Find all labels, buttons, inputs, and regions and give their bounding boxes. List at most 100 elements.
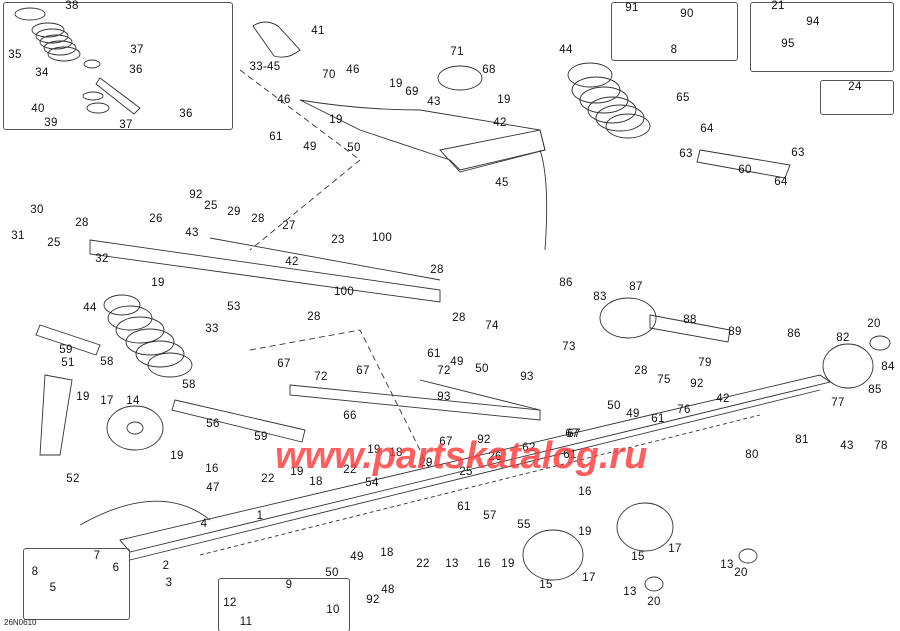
part-callout[interactable]: 70 bbox=[322, 69, 336, 81]
part-callout[interactable]: 85 bbox=[868, 384, 882, 396]
part-callout[interactable]: 6 bbox=[112, 562, 120, 574]
part-callout[interactable]: 13 bbox=[445, 558, 459, 570]
part-callout[interactable]: 92 bbox=[690, 378, 704, 390]
part-callout[interactable]: 51 bbox=[61, 357, 75, 369]
part-callout[interactable]: 12 bbox=[223, 597, 237, 609]
part-callout[interactable]: 69 bbox=[405, 86, 419, 98]
part-callout[interactable]: 44 bbox=[559, 44, 573, 56]
part-callout[interactable]: 79 bbox=[698, 357, 712, 369]
part-callout[interactable]: 67 bbox=[567, 428, 581, 440]
part-callout[interactable]: 16 bbox=[205, 463, 219, 475]
part-callout[interactable]: 49 bbox=[626, 408, 640, 420]
part-callout[interactable]: 19 bbox=[367, 444, 381, 456]
part-callout[interactable]: 50 bbox=[347, 142, 361, 154]
part-callout[interactable]: 17 bbox=[100, 395, 114, 407]
part-callout[interactable]: 41 bbox=[311, 25, 325, 37]
part-callout[interactable]: 14 bbox=[126, 395, 140, 407]
part-callout[interactable]: 19 bbox=[389, 78, 403, 90]
part-callout[interactable]: 29 bbox=[227, 206, 241, 218]
part-callout[interactable]: 93 bbox=[437, 391, 451, 403]
part-callout[interactable]: 11 bbox=[239, 616, 253, 628]
part-callout[interactable]: 80 bbox=[745, 449, 759, 461]
part-callout[interactable]: 28 bbox=[251, 213, 265, 225]
part-callout[interactable]: 78 bbox=[874, 440, 888, 452]
part-callout[interactable]: 37 bbox=[119, 119, 133, 131]
part-callout[interactable]: 42 bbox=[716, 393, 730, 405]
part-callout[interactable]: 50 bbox=[607, 400, 621, 412]
part-callout[interactable]: 22 bbox=[343, 464, 357, 476]
part-callout[interactable]: 54 bbox=[365, 477, 379, 489]
part-callout[interactable]: 71 bbox=[450, 46, 464, 58]
part-callout[interactable]: 15 bbox=[539, 579, 553, 591]
part-callout[interactable]: 2 bbox=[162, 560, 170, 572]
part-callout[interactable]: 22 bbox=[416, 558, 430, 570]
part-callout[interactable]: 67 bbox=[439, 436, 453, 448]
part-callout[interactable]: 61 bbox=[457, 501, 471, 513]
part-callout[interactable]: 7 bbox=[93, 550, 101, 562]
part-callout[interactable]: 1 bbox=[256, 510, 264, 522]
part-callout[interactable]: 87 bbox=[629, 281, 643, 293]
part-callout[interactable]: 59 bbox=[59, 344, 73, 356]
part-callout[interactable]: 36 bbox=[179, 108, 193, 120]
part-callout[interactable]: 68 bbox=[482, 64, 496, 76]
part-callout[interactable]: 92 bbox=[366, 594, 380, 606]
part-callout[interactable]: 25 bbox=[204, 200, 218, 212]
part-callout[interactable]: 13 bbox=[623, 586, 637, 598]
part-callout[interactable]: 49 bbox=[450, 356, 464, 368]
part-callout[interactable]: 23 bbox=[331, 234, 345, 246]
part-callout[interactable]: 29 bbox=[419, 457, 433, 469]
part-callout[interactable]: 19 bbox=[76, 391, 90, 403]
part-callout[interactable]: 28 bbox=[452, 312, 466, 324]
part-callout[interactable]: 61 bbox=[427, 348, 441, 360]
part-callout[interactable]: 43 bbox=[185, 227, 199, 239]
part-callout[interactable]: 16 bbox=[578, 486, 592, 498]
part-callout[interactable]: 33 bbox=[205, 323, 219, 335]
part-callout[interactable]: 44 bbox=[83, 302, 97, 314]
part-callout[interactable]: 94 bbox=[806, 16, 820, 28]
part-callout[interactable]: 38 bbox=[65, 0, 79, 12]
part-callout[interactable]: 53 bbox=[227, 301, 241, 313]
part-callout[interactable]: 82 bbox=[836, 332, 850, 344]
part-callout[interactable]: 28 bbox=[430, 264, 444, 276]
part-callout[interactable]: 81 bbox=[795, 434, 809, 446]
part-callout[interactable]: 19 bbox=[290, 466, 304, 478]
part-callout[interactable]: 67 bbox=[277, 358, 291, 370]
part-callout[interactable]: 36 bbox=[129, 64, 143, 76]
part-callout[interactable]: 72 bbox=[437, 365, 451, 377]
part-callout[interactable]: 92 bbox=[477, 434, 491, 446]
part-callout[interactable]: 3 bbox=[165, 577, 173, 589]
part-callout[interactable]: 83 bbox=[593, 291, 607, 303]
part-callout[interactable]: 77 bbox=[831, 397, 845, 409]
part-callout[interactable]: 19 bbox=[578, 526, 592, 538]
part-callout[interactable]: 43 bbox=[840, 440, 854, 452]
part-callout[interactable]: 18 bbox=[309, 476, 323, 488]
part-callout[interactable]: 27 bbox=[282, 220, 296, 232]
part-callout[interactable]: 5 bbox=[49, 582, 57, 594]
part-callout[interactable]: 72 bbox=[314, 371, 328, 383]
part-callout[interactable]: 89 bbox=[728, 326, 742, 338]
part-callout[interactable]: 74 bbox=[485, 320, 499, 332]
part-callout[interactable]: 49 bbox=[350, 551, 364, 563]
part-callout[interactable]: 9 bbox=[285, 579, 293, 591]
part-callout[interactable]: 21 bbox=[771, 0, 785, 12]
part-callout[interactable]: 59 bbox=[254, 431, 268, 443]
part-callout[interactable]: 43 bbox=[427, 96, 441, 108]
part-callout[interactable]: 58 bbox=[100, 356, 114, 368]
part-callout[interactable]: 15 bbox=[631, 551, 645, 563]
part-callout[interactable]: 61 bbox=[563, 449, 577, 461]
part-callout[interactable]: 30 bbox=[30, 204, 44, 216]
part-callout[interactable]: 90 bbox=[680, 8, 694, 20]
part-callout[interactable]: 61 bbox=[269, 131, 283, 143]
part-callout[interactable]: 84 bbox=[881, 361, 895, 373]
part-callout[interactable]: 86 bbox=[559, 277, 573, 289]
part-callout[interactable]: 55 bbox=[517, 519, 531, 531]
part-callout[interactable]: 48 bbox=[381, 584, 395, 596]
part-callout[interactable]: 47 bbox=[206, 482, 220, 494]
part-callout[interactable]: 31 bbox=[11, 230, 25, 242]
part-callout[interactable]: 10 bbox=[326, 604, 340, 616]
part-callout[interactable]: 95 bbox=[781, 38, 795, 50]
part-callout[interactable]: 92 bbox=[189, 189, 203, 201]
part-callout[interactable]: 26 bbox=[488, 451, 502, 463]
part-callout[interactable]: 20 bbox=[647, 596, 661, 608]
part-callout[interactable]: 13 bbox=[720, 559, 734, 571]
